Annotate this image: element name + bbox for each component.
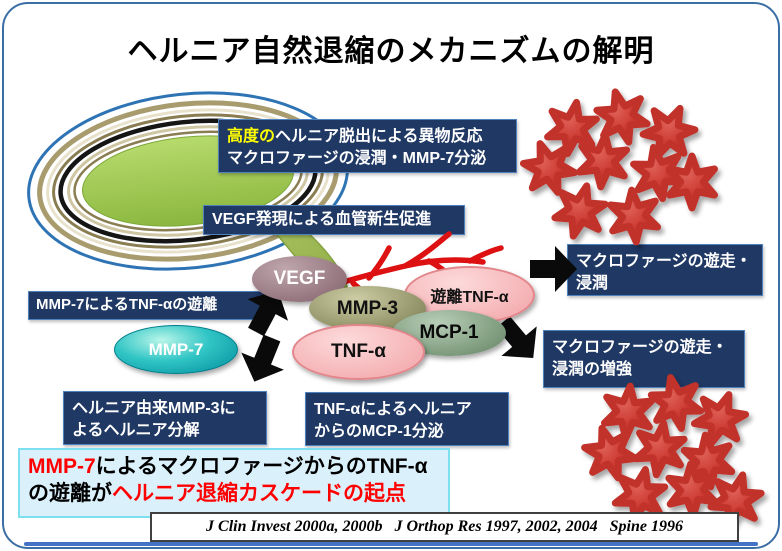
tnf-alpha-oval: TNF-α [292, 324, 425, 380]
page-title: ヘルニア自然退縮のメカニズムの解明 [127, 35, 655, 68]
conclusion-line1-black: によるマクロファージからのTNF-α [95, 455, 428, 478]
macrophage-icon [552, 180, 609, 242]
callout-foreign-body-emphasis: 高度の [227, 128, 276, 145]
callout-foreign-body-line1: ヘルニア脱出による異物反応 [275, 128, 483, 145]
conclusion-line2-black: の遊離が [28, 482, 112, 506]
macrophage-icon [609, 188, 658, 244]
mmp7-oval: MMP-7 [114, 325, 238, 374]
callout-foreign-body-reaction: 高度のヘルニア脱出による異物反応 マクロファージの浸潤・MMP-7分泌 [218, 119, 517, 173]
conclusion-line2-red: ヘルニア退縮カスケードの起点 [112, 482, 406, 506]
macrophage-icon [638, 99, 701, 165]
callout-migration-line1: マクロファージの遊走・ [576, 253, 752, 270]
callout-migration-enh-line1: マクロファージの遊走・ [552, 339, 728, 356]
callout-mcp1-line1: TNF-αによるヘルニア [314, 401, 472, 418]
macrophage-icon [603, 384, 652, 440]
macrophage-cluster-bottom [581, 373, 765, 531]
macrophage-icon [670, 156, 715, 208]
macrophage-icon [519, 136, 579, 200]
callout-migration-line2: 浸潤 [576, 274, 609, 292]
callout-foreign-body-line2: マクロファージの浸潤・MMP-7分泌 [227, 149, 487, 167]
conclusion-box: MMP-7によるマクロファージからのTNF-α の遊離がヘルニア退縮カスケードの… [18, 448, 450, 518]
macrophage-icon [578, 133, 627, 189]
callout-mmp7-tnf-release: MMP-7によるTNF-αの遊離 [28, 291, 270, 320]
callout-migration-enh-line2: 浸潤の増強 [552, 360, 633, 378]
callout-mcp1-line2: からのMCP-1分泌 [314, 422, 444, 440]
macrophage-icon [581, 421, 640, 484]
macrophage-icon [690, 387, 750, 451]
callout-mcp1-secretion: TNF-αによるヘルニア からのMCP-1分泌 [305, 392, 509, 446]
callout-mmp3-degradation: ヘルニア由来MMP-3に よるヘルニア分解 [63, 391, 267, 445]
macrophage-cluster-top [519, 86, 715, 244]
callout-macrophage-migration-enhanced: マクロファージの遊走・ 浸潤の増強 [543, 330, 745, 388]
bottom-accent-bar [24, 542, 758, 546]
callout-mmp3-line2: よるヘルニア分解 [72, 421, 200, 439]
macrophage-icon [631, 143, 684, 202]
macrophage-icon [634, 420, 686, 478]
citation-box: J Clin Invest 2000a, 2000b J Orthop Res … [150, 512, 739, 542]
macrophage-icon [545, 98, 598, 157]
callout-vegf-expression: VEGF発現による血管新生促進 [203, 205, 465, 235]
macrophage-icon [594, 86, 651, 148]
macrophage-icon [668, 463, 716, 517]
macrophage-icon [683, 433, 733, 489]
conclusion-line1-red: MMP-7 [28, 455, 96, 478]
callout-mmp3-line1: ヘルニア由来MMP-3に [72, 400, 236, 417]
arrow-down-icon [233, 329, 294, 391]
callout-macrophage-migration: マクロファージの遊走・ 浸潤 [567, 244, 763, 296]
